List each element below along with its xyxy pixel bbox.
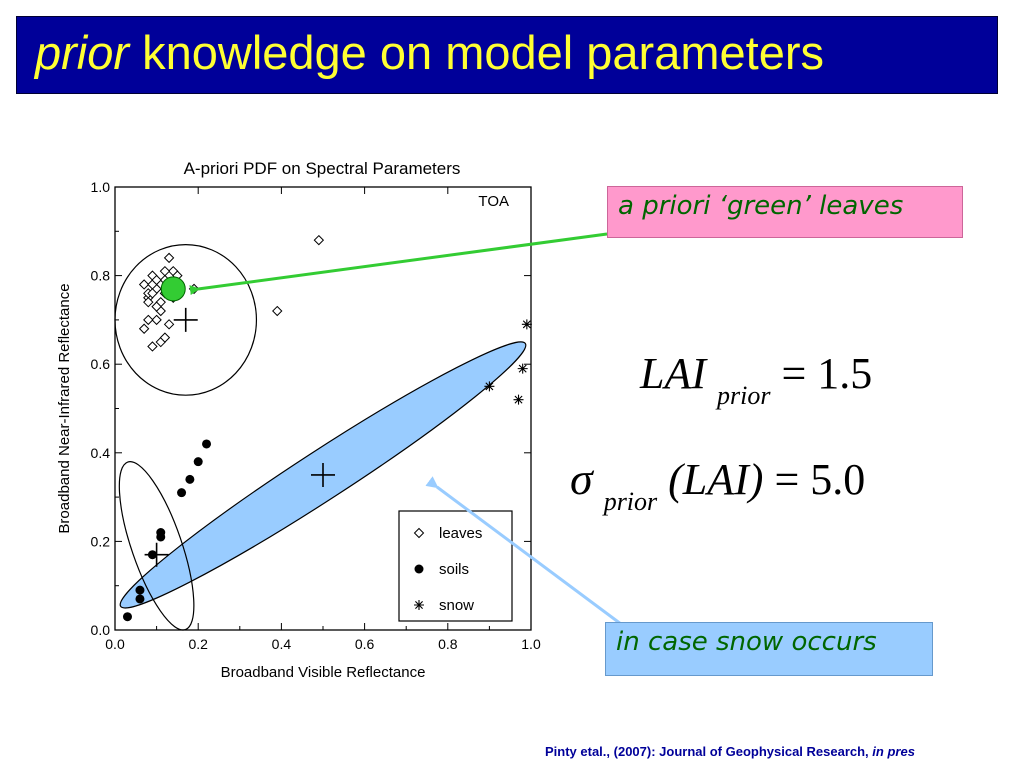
point-leaves — [143, 314, 154, 326]
prior-green-leaves-point — [160, 276, 186, 302]
citation-italic: in pres — [872, 744, 915, 759]
callout-green-leaves: a priori ‘green’ leaves — [607, 186, 963, 238]
point-leaves — [272, 305, 283, 317]
title-bar: prior knowledge on model parameters — [16, 16, 998, 94]
point-leaves — [147, 341, 158, 352]
x-tick-label: 0.6 — [355, 636, 375, 652]
legend-label-snow: snow — [439, 597, 474, 614]
formula2-subscript: prior — [603, 487, 658, 516]
y-axis-label: Broadband Near-Infrared Reflectance — [56, 283, 73, 533]
point-leaves — [159, 265, 171, 277]
point-snow — [484, 381, 495, 392]
legend-marker-leaves — [413, 527, 425, 539]
x-tick-label: 1.0 — [521, 636, 541, 652]
y-tick-label: 0.0 — [91, 622, 111, 638]
point-snow — [521, 319, 532, 330]
formula2-symbol: σ — [570, 453, 593, 504]
y-tick-label: 0.2 — [91, 533, 111, 549]
title-italic: prior — [35, 26, 130, 79]
citation-main: Pinty etal., (2007): Journal of Geophysi… — [545, 744, 869, 759]
x-tick-label: 0.8 — [438, 636, 458, 652]
formula1-rhs: = 1.5 — [781, 349, 873, 398]
formula-sigma-prior: σ prior (LAI) = 5.0 — [570, 452, 866, 516]
x-tick-label: 0.4 — [272, 636, 292, 652]
y-tick-label: 0.6 — [91, 356, 111, 372]
formula1-subscript: prior — [717, 381, 771, 410]
point-leaves — [151, 274, 162, 286]
y-tick-label: 0.4 — [91, 445, 111, 461]
point-leaves — [188, 283, 200, 295]
point-snow — [517, 363, 528, 374]
ellipse-center-plus — [173, 307, 198, 332]
point-leaves — [163, 319, 175, 330]
point-leaves — [138, 323, 150, 334]
formula2-rhs: = 5.0 — [774, 455, 866, 504]
title-rest: knowledge on model parameters — [142, 26, 824, 79]
point-snow — [513, 394, 524, 405]
ellipse-center-plus — [311, 462, 335, 487]
point-soils — [177, 488, 187, 498]
point-soils — [202, 439, 212, 449]
x-tick-label: 0.0 — [105, 636, 125, 652]
point-soils — [122, 612, 132, 622]
point-soils — [185, 474, 195, 484]
slide-title: prior knowledge on model parameters — [35, 25, 824, 80]
formula-lai-prior: LAI prior = 1.5 — [640, 348, 873, 410]
citation: Pinty etal., (2007): Journal of Geophysi… — [545, 744, 915, 759]
y-tick-label: 1.0 — [91, 179, 111, 195]
arrow-green-leaves — [189, 232, 608, 296]
point-soils — [193, 457, 203, 467]
ellipse-center-plus — [144, 542, 169, 567]
legend-marker-snow — [414, 600, 424, 610]
point-leaves — [138, 279, 150, 290]
callout-snow: in case snow occurs — [605, 622, 933, 676]
point-leaves — [147, 288, 158, 299]
formula2-arg: (LAI) — [668, 455, 764, 504]
point-leaves — [313, 234, 325, 246]
x-tick-label: 0.2 — [188, 636, 208, 652]
point-leaves — [151, 314, 162, 326]
y-tick-label: 0.8 — [91, 268, 111, 284]
point-soils — [135, 585, 145, 595]
point-leaves — [159, 332, 171, 343]
arrow-snow — [425, 476, 626, 629]
toa-annotation: TOA — [478, 193, 509, 210]
legend-label-soils: soils — [439, 561, 469, 578]
point-soils — [135, 594, 145, 604]
point-leaves — [143, 296, 154, 308]
legend-label-leaves: leaves — [439, 525, 482, 542]
point-leaves — [151, 301, 162, 312]
point-soils — [156, 528, 166, 538]
x-axis-label: Broadband Visible Reflectance — [221, 664, 426, 681]
point-leaves — [163, 252, 175, 264]
formula1-symbol: LAI — [640, 349, 706, 398]
legend-marker-soils — [414, 564, 424, 574]
chart-title: A-priori PDF on Spectral Parameters — [184, 159, 461, 178]
